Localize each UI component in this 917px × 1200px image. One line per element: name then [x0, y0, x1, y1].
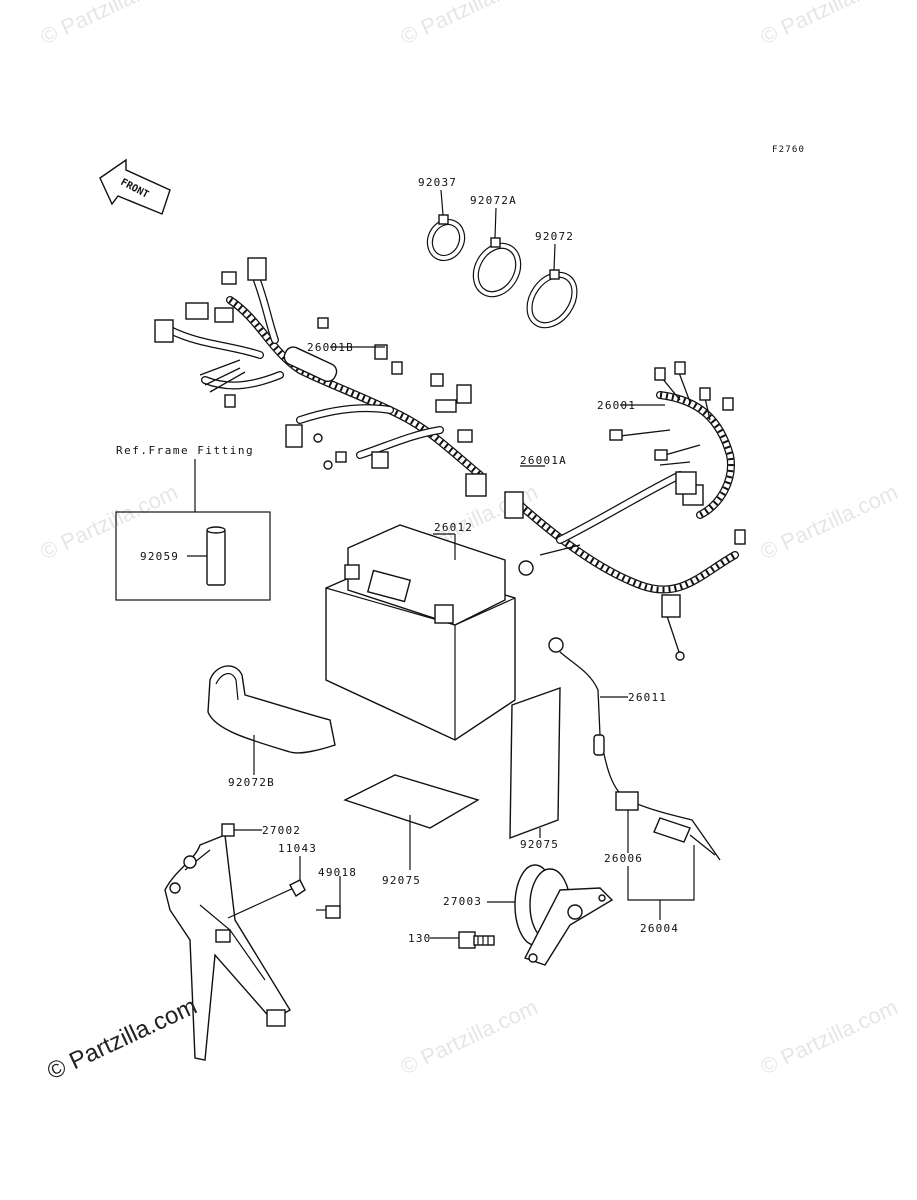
battery-pad-92075-flat-icon — [343, 774, 480, 829]
callout-26001B: 26001B — [307, 341, 354, 354]
callout-92037: 92037 — [418, 176, 457, 189]
partzilla-watermark: © Partzilla.com — [43, 993, 201, 1086]
sub-harness-26001A-icon — [504, 471, 746, 661]
watermark: © Partzilla.com — [397, 0, 542, 50]
inset-title: Ref.Frame Fitting — [116, 444, 254, 457]
watermark: © Partzilla.com — [757, 479, 902, 564]
clamp-11043-icon — [289, 879, 306, 898]
horn-27003-icon — [514, 864, 614, 966]
battery-strap-92072B-icon — [207, 665, 336, 754]
cable-tie-92037-icon — [426, 214, 466, 262]
watermark: © Partzilla.com — [757, 0, 902, 50]
front-arrow-icon: FRONT — [99, 158, 171, 215]
cable-tie-92072-icon — [526, 269, 578, 329]
callout-26001A: 26001A — [520, 454, 567, 467]
watermark-group: © Partzilla.com © Partzilla.com © Partzi… — [37, 0, 902, 1080]
callout-26006: 26006 — [604, 852, 643, 865]
callout-27002: 27002 — [262, 824, 301, 837]
callout-92072B: 92072B — [228, 776, 275, 789]
callout-26011: 26011 — [628, 691, 667, 704]
ground-cable-26011-icon — [548, 637, 721, 861]
callout-26001: 26001 — [597, 399, 636, 412]
relay-49018-icon — [316, 905, 341, 919]
callout-92075-vertical: 92075 — [520, 838, 559, 851]
callout-26012: 26012 — [434, 521, 473, 534]
watermark: © Partzilla.com — [757, 994, 902, 1079]
inset-part: 92059 — [140, 550, 179, 563]
frame-section-icon — [164, 834, 299, 1061]
bolt-130-icon — [458, 931, 495, 949]
callout-26004: 26004 — [640, 922, 679, 935]
spacer-92059-icon — [206, 526, 226, 586]
cable-tie-92072A-icon — [472, 237, 522, 298]
clamp-27002-icon — [221, 823, 235, 837]
callout-27003: 27003 — [443, 895, 482, 908]
ref-frame-fitting-inset: Ref.Frame Fitting 92059 — [115, 444, 271, 601]
sub-harness-26001-icon — [609, 361, 735, 519]
callout-130: 130 — [408, 932, 431, 945]
callout-92072A: 92072A — [470, 194, 517, 207]
figure-code: F2760 — [772, 145, 805, 155]
callout-11043: 11043 — [278, 842, 317, 855]
callout-49018: 49018 — [318, 866, 357, 879]
callout-92075-flat: 92075 — [382, 874, 421, 887]
battery-pad-92075-vertical-icon — [509, 687, 561, 840]
callout-92072: 92072 — [535, 230, 574, 243]
watermark: © Partzilla.com — [37, 0, 182, 50]
main-harness-26001B-icon — [154, 257, 487, 497]
watermark: © Partzilla.com — [397, 994, 542, 1079]
battery-26012-icon — [325, 524, 516, 741]
